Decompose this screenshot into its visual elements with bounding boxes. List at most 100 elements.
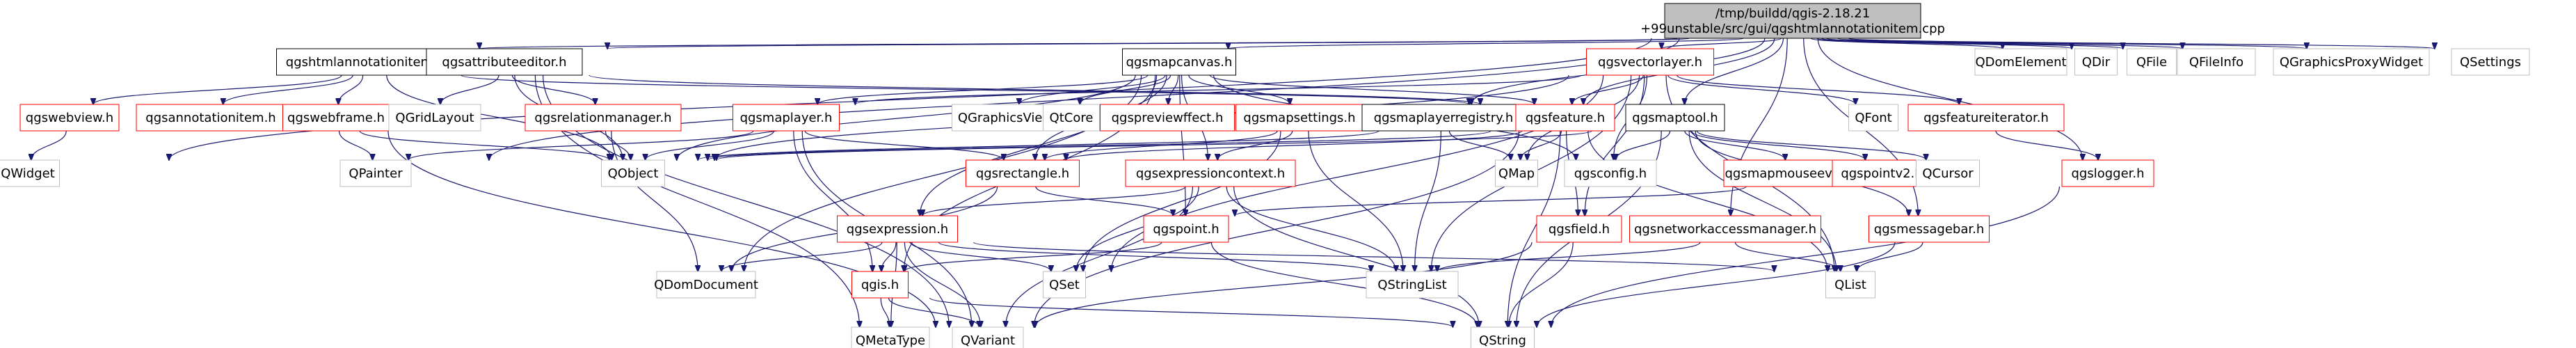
edge-qgsvectorlayer-to-qgsfield bbox=[1585, 74, 1645, 216]
node-box-qgswebview bbox=[19, 104, 120, 132]
edge-qgsexpressioncontext-to-qvariant bbox=[1006, 186, 1193, 327]
node-qgsmapsettings[interactable]: qgsmapsettings.h bbox=[1235, 104, 1363, 132]
edge-qgsattributeeditor-to-qgsfeature bbox=[589, 74, 1480, 104]
edge-qgsfield-to-qstring bbox=[1509, 242, 1574, 327]
node-label-qfile: QFile bbox=[2136, 55, 2167, 70]
node-qlist: QList bbox=[1825, 271, 1875, 299]
edge-qgsmaplayer-to-qgis bbox=[793, 130, 872, 271]
node-box-qgraphicsproxywidget bbox=[2273, 48, 2430, 76]
node-box-qgspreviewffect bbox=[1100, 104, 1235, 132]
node-box-qfile bbox=[2127, 48, 2177, 76]
node-label-qgsattributeeditor: qgsattributeeditor.h bbox=[442, 55, 566, 70]
node-box-qgsfeatureiterator bbox=[1907, 104, 2065, 132]
node-box-qgsrectangle bbox=[966, 159, 1080, 187]
edge-qgsmapsettings-to-qgsexpressioncontext bbox=[1217, 130, 1293, 160]
root-node[interactable]: /tmp/buildd/qgis-2.18.21 +99unstable/src… bbox=[1640, 3, 1945, 39]
node-label-qstring: QString bbox=[1479, 333, 1526, 348]
node-qgshtmlannotationitem[interactable]: qgshtmlannotationitem.h bbox=[276, 48, 454, 76]
edge-root-to-qwidget bbox=[169, 38, 1652, 160]
node-qstring: QString bbox=[1471, 326, 1535, 348]
edge-qgsvectorlayer-to-qgsfeature bbox=[1572, 74, 1644, 104]
edge-qgsnetworkaccessmanager-to-qstringlist bbox=[1437, 242, 1701, 271]
edge-root-to-qgsattributeeditor bbox=[607, 38, 1690, 49]
edge-qgsmapcanvas-to-qgsfeature bbox=[1209, 74, 1534, 104]
node-label-qfont: QFont bbox=[1855, 111, 1891, 125]
node-qgspreviewffect[interactable]: qgspreviewffect.h bbox=[1100, 104, 1235, 132]
node-box-qwidget bbox=[0, 159, 60, 187]
node-qgsmapcanvas[interactable]: qgsmapcanvas.h bbox=[1122, 48, 1236, 76]
node-qgsexpression[interactable]: qgsexpression.h bbox=[837, 215, 958, 243]
edge-qgsexpression-to-qstringlist bbox=[938, 242, 1371, 271]
node-qgsexpressioncontext[interactable]: qgsexpressioncontext.h bbox=[1125, 159, 1296, 187]
node-qgswebview[interactable]: qgswebview.h bbox=[19, 104, 120, 132]
node-box-qgsexpressioncontext bbox=[1125, 159, 1296, 187]
node-qcursor: QCursor bbox=[1916, 159, 1980, 187]
node-qgswebframe[interactable]: qgswebframe.h bbox=[282, 104, 390, 132]
node-qmap: QMap bbox=[1495, 159, 1538, 187]
node-qgsrectangle[interactable]: qgsrectangle.h bbox=[966, 159, 1080, 187]
node-label-qfileinfo: QFileInfo bbox=[2189, 55, 2243, 70]
node-qgsnetworkaccessmanager[interactable]: qgsnetworkaccessmanager.h bbox=[1629, 215, 1821, 243]
edge-qgsfeature-to-qobject bbox=[707, 130, 1491, 160]
node-box-qlist bbox=[1825, 271, 1875, 299]
edge-qgsexpressioncontext-to-qgsexpression bbox=[922, 186, 1186, 216]
node-qgsfield[interactable]: qgsfield.h bbox=[1536, 215, 1622, 243]
node-label-qgswebframe: qgswebframe.h bbox=[287, 111, 385, 125]
node-label-qgshtmlannotationitem: qgshtmlannotationitem.h bbox=[286, 55, 445, 70]
node-qgsvectorlayer[interactable]: qgsvectorlayer.h bbox=[1586, 48, 1714, 76]
node-qgsmaptool[interactable]: qgsmaptool.h bbox=[1625, 104, 1725, 132]
node-qgslogger[interactable]: qgslogger.h bbox=[2061, 159, 2154, 187]
node-qfile: QFile bbox=[2127, 48, 2177, 76]
node-label-qgspreviewffect: qgspreviewffect.h bbox=[1112, 111, 1224, 125]
node-label-qgsvectorlayer: qgsvectorlayer.h bbox=[1598, 55, 1702, 70]
node-label-qdomelement: QDomElement bbox=[1975, 55, 2066, 70]
node-qgsmessagebar[interactable]: qgsmessagebar.h bbox=[1869, 215, 1990, 243]
node-qgsannotationitem[interactable]: qgsannotationitem.h bbox=[136, 104, 286, 132]
edge-qgsfeature-to-qstring bbox=[1507, 130, 1561, 327]
edge-qgsvectorlayer-to-qgsmaplayer bbox=[855, 74, 1582, 104]
node-label-qgsexpression: qgsexpression.h bbox=[847, 222, 948, 237]
root-node-path-line1: /tmp/buildd/qgis-2.18.21 bbox=[1715, 6, 1870, 21]
edge-qgsmaptool-to-qgsmapmouseevent bbox=[1684, 130, 1785, 160]
node-qgraphicsview: QGraphicsView bbox=[952, 104, 1059, 132]
node-qgis[interactable]: qgis.h bbox=[851, 271, 909, 299]
node-box-qgsmaplayerregistry bbox=[1361, 104, 1526, 132]
edge-qgswebframe-to-qpainter bbox=[338, 130, 373, 160]
node-label-qgraphicsproxywidget: QGraphicsProxyWidget bbox=[2280, 55, 2423, 70]
node-label-qmetatype: QMetaType bbox=[856, 333, 925, 348]
node-label-qgswebview: qgswebview.h bbox=[26, 111, 113, 125]
node-qgsmaplayerregistry[interactable]: qgsmaplayerregistry.h bbox=[1361, 104, 1526, 132]
node-qgspoint[interactable]: qgspoint.h bbox=[1143, 215, 1229, 243]
node-label-qgridlayout: QGridLayout bbox=[395, 111, 474, 125]
node-qdomelement: QDomElement bbox=[1974, 48, 2067, 76]
node-box-qgraphicsview bbox=[952, 104, 1059, 132]
edge-root-to-qdir bbox=[1816, 38, 2072, 49]
node-box-qgsannotationitem bbox=[136, 104, 286, 132]
node-label-qgsfeatureiterator: qgsfeatureiterator.h bbox=[1923, 111, 2049, 125]
node-qgsmaplayer[interactable]: qgsmaplayer.h bbox=[733, 104, 840, 132]
node-label-qgsannotationitem: qgsannotationitem.h bbox=[145, 111, 275, 125]
edge-qgsexpressioncontext-to-qset bbox=[1076, 186, 1199, 271]
node-label-qcursor: QCursor bbox=[1922, 166, 1974, 181]
node-label-qgis: qgis.h bbox=[861, 278, 899, 292]
edge-qgsrelationmanager-to-qobject bbox=[605, 130, 630, 160]
node-box-qgsattributeeditor bbox=[426, 48, 583, 76]
node-box-qdomdocument bbox=[656, 271, 756, 299]
node-qgsfeature[interactable]: qgsfeature.h bbox=[1515, 104, 1615, 132]
node-label-qgsconfig: qgsconfig.h bbox=[1574, 166, 1647, 181]
node-qgsattributeeditor[interactable]: qgsattributeeditor.h bbox=[426, 48, 583, 76]
node-box-qgsnetworkaccessmanager bbox=[1629, 215, 1821, 243]
node-box-qgsmapcanvas bbox=[1122, 48, 1236, 76]
node-label-qgslogger: qgslogger.h bbox=[2071, 166, 2144, 181]
node-label-qmap: QMap bbox=[1498, 166, 1535, 181]
edge-qgis-to-qstring bbox=[929, 297, 1453, 327]
node-qgraphicsproxywidget: QGraphicsProxyWidget bbox=[2273, 48, 2430, 76]
edge-qgslogger-to-qstring bbox=[1551, 186, 2060, 327]
node-qgsfeatureiterator[interactable]: qgsfeatureiterator.h bbox=[1907, 104, 2065, 132]
node-qgspointv2[interactable]: qgspointv2.h bbox=[1832, 159, 1932, 187]
node-box-qgsexpression bbox=[837, 215, 958, 243]
node-qgsrelationmanager[interactable]: qgsrelationmanager.h bbox=[525, 104, 682, 132]
node-box-qgis bbox=[851, 271, 909, 299]
edge-root-to-qdomelement bbox=[1810, 38, 2003, 49]
node-qfileinfo: QFileInfo bbox=[2177, 48, 2256, 76]
